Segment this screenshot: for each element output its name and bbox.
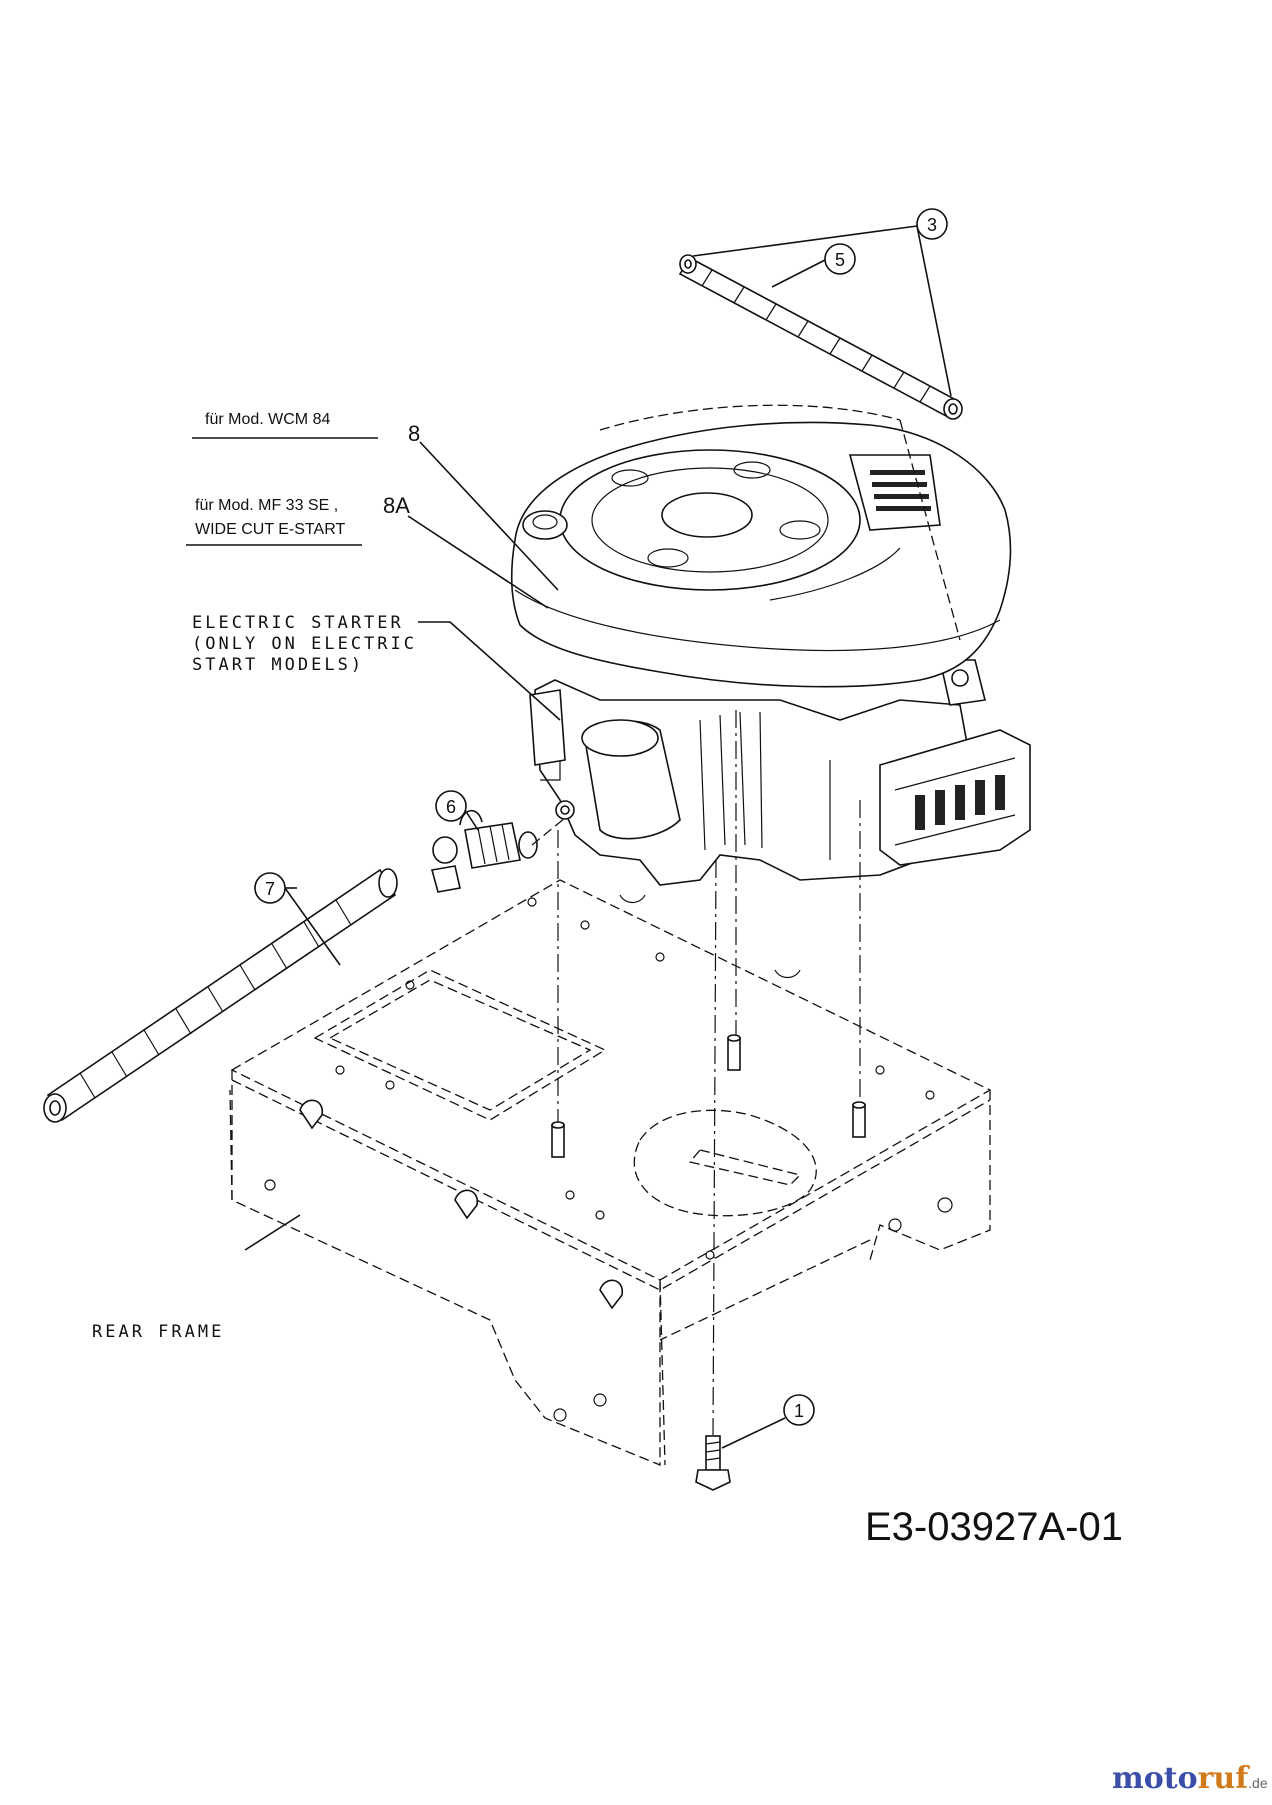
rear-frame-label: REAR FRAME	[92, 1214, 301, 1342]
svg-text:für Mod. MF 33 SE ,: für Mod. MF 33 SE ,	[195, 497, 338, 514]
callout-6: 6	[435, 790, 479, 831]
note-wcm-84: für Mod. WCM 84	[192, 411, 378, 439]
part-7-tube	[43, 868, 398, 1123]
part-3-end-cap-bottom	[943, 398, 963, 420]
svg-text:motoruf.de: motoruf.de	[1112, 1761, 1268, 1796]
note-electric-starter: ELECTRIC STARTER (ONLY ON ELECTRIC START…	[192, 613, 561, 721]
svg-text:START MODELS): START MODELS)	[192, 655, 364, 675]
svg-text:WIDE CUT E-START: WIDE CUT E-START	[195, 521, 345, 538]
part-5-tube	[678, 256, 960, 419]
svg-text:6: 6	[446, 797, 456, 817]
drawing-number: E3-03927A-01	[865, 1505, 1123, 1549]
svg-text:REAR FRAME: REAR FRAME	[92, 1322, 224, 1342]
part-6-valve	[430, 809, 566, 893]
watermark-logo: motoruf.de	[1112, 1761, 1268, 1796]
svg-text:1: 1	[794, 1401, 804, 1421]
callout-7: 7	[254, 872, 341, 966]
part-3-end-cap-top	[679, 254, 697, 274]
svg-text:für Mod. WCM 84: für Mod. WCM 84	[205, 411, 330, 428]
callout-8: 8	[408, 421, 559, 591]
assembly-centerlines	[557, 710, 861, 1436]
svg-text:7: 7	[265, 879, 275, 899]
svg-text:3: 3	[927, 215, 937, 235]
svg-text:8: 8	[408, 421, 420, 446]
svg-text:(ONLY ON ELECTRIC: (ONLY ON ELECTRIC	[192, 634, 417, 654]
engine-assembly	[510, 404, 1031, 886]
part-1-bolt	[695, 1435, 731, 1491]
rear-frame	[229, 879, 992, 1466]
callout-1: 1	[721, 1394, 815, 1449]
svg-text:ELECTRIC STARTER: ELECTRIC STARTER	[192, 613, 404, 633]
callout-8a: 8A	[383, 493, 549, 609]
stud-right	[852, 1101, 866, 1138]
note-mf-33: für Mod. MF 33 SE , WIDE CUT E-START	[186, 497, 362, 546]
svg-text:8A: 8A	[383, 493, 410, 518]
callout-3: 3	[692, 208, 952, 397]
svg-text:5: 5	[835, 250, 845, 270]
stud-left	[551, 1121, 565, 1158]
stud-center	[727, 1034, 741, 1071]
callout-5: 5	[771, 243, 856, 288]
